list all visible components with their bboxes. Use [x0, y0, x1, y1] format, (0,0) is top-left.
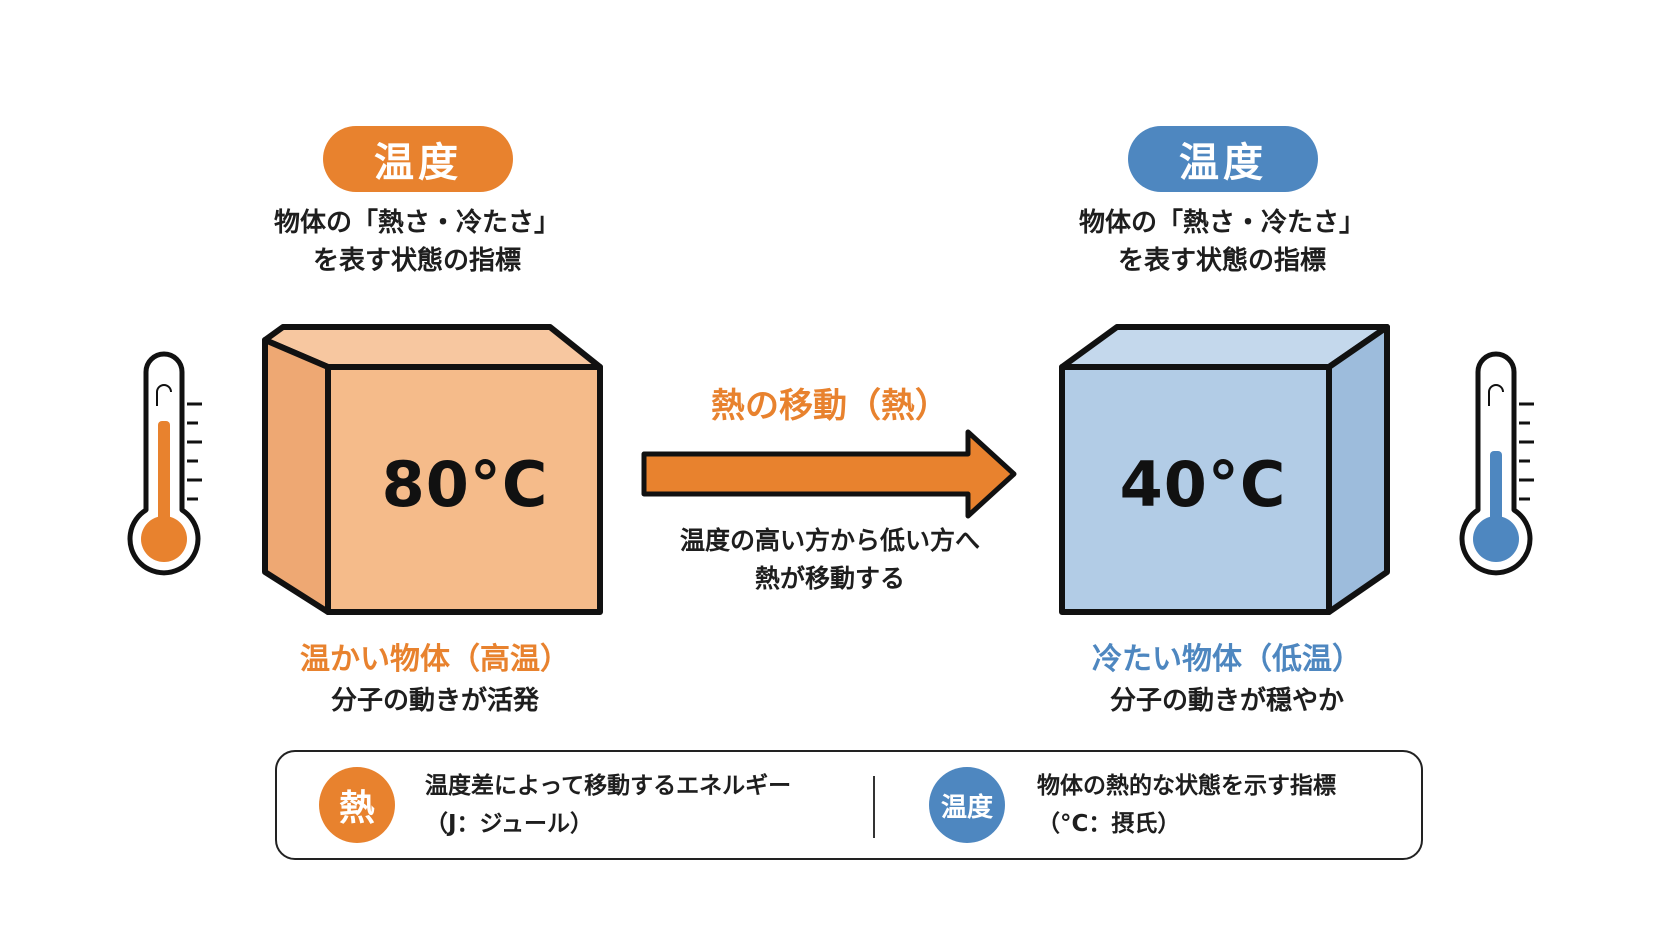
- cold-temperature-description: 物体の「熱さ・冷たさ」 を表す状態の指標: [1042, 204, 1402, 280]
- heat-flow-title: 熱の移動（熱）: [711, 386, 949, 426]
- cold-temperature-value: 40°C: [1119, 448, 1287, 521]
- hot-cube-front: [325, 364, 603, 615]
- hot-object-subtext: 分子の動きが活発: [330, 686, 539, 716]
- hot-thermometer-mercury: [158, 421, 170, 534]
- hot-desc-line1: 物体の「熱さ・冷たさ」: [273, 208, 560, 238]
- cold-object-cube: [1059, 324, 1390, 615]
- hot-temperature-value: 80°C: [381, 448, 549, 521]
- temperature-legend-text: 物体の熱的な状態を示す指標 （°C：摂氏）: [1037, 767, 1336, 843]
- cold-object-caption: 冷たい物体（低温）: [1092, 642, 1362, 677]
- hot-object-cube: [262, 324, 603, 615]
- heat-legend-icon: 熱: [319, 767, 395, 843]
- hot-temperature-pill: 温度: [323, 126, 513, 192]
- cold-desc-line1: 物体の「熱さ・冷たさ」: [1078, 208, 1365, 238]
- heat-flow-arrow: [641, 429, 1017, 519]
- cold-object-subtext: 分子の動きが穏やか: [1109, 686, 1344, 716]
- legend-divider: [873, 776, 875, 838]
- legend-box: 熱 温度差によって移動するエネルギー （J：ジュール） 温度 物体の熱的な状態を…: [275, 750, 1423, 860]
- heat-flow-description: 温度の高い方から低い方へ 熱が移動する: [630, 522, 1030, 598]
- flow-desc-line2: 熱が移動する: [754, 564, 905, 593]
- hot-temperature-description: 物体の「熱さ・冷たさ」 を表す状態の指標: [237, 204, 597, 280]
- hot-desc-line2: を表す状態の指標: [312, 246, 521, 276]
- cold-thermometer-icon: [1459, 351, 1534, 576]
- temperature-legend-line2: （°C：摂氏）: [1037, 811, 1181, 837]
- hot-object-caption: 温かい物体（高温）: [300, 642, 570, 677]
- flow-desc-line1: 温度の高い方から低い方へ: [679, 526, 980, 555]
- cold-cube-front: [1059, 364, 1332, 615]
- cold-desc-line2: を表す状態の指標: [1117, 246, 1326, 276]
- cold-temperature-pill: 温度: [1128, 126, 1318, 192]
- heat-legend-line1: 温度差によって移動するエネルギー: [425, 773, 792, 799]
- heat-legend-text: 温度差によって移動するエネルギー （J：ジュール）: [425, 767, 791, 843]
- heat-legend-line2: （J：ジュール）: [425, 811, 593, 837]
- temperature-legend-line1: 物体の熱的な状態を示す指標: [1037, 773, 1336, 799]
- cold-thermometer-mercury: [1490, 451, 1502, 534]
- hot-thermometer-icon: [127, 351, 202, 576]
- temperature-legend-icon: 温度: [929, 767, 1005, 843]
